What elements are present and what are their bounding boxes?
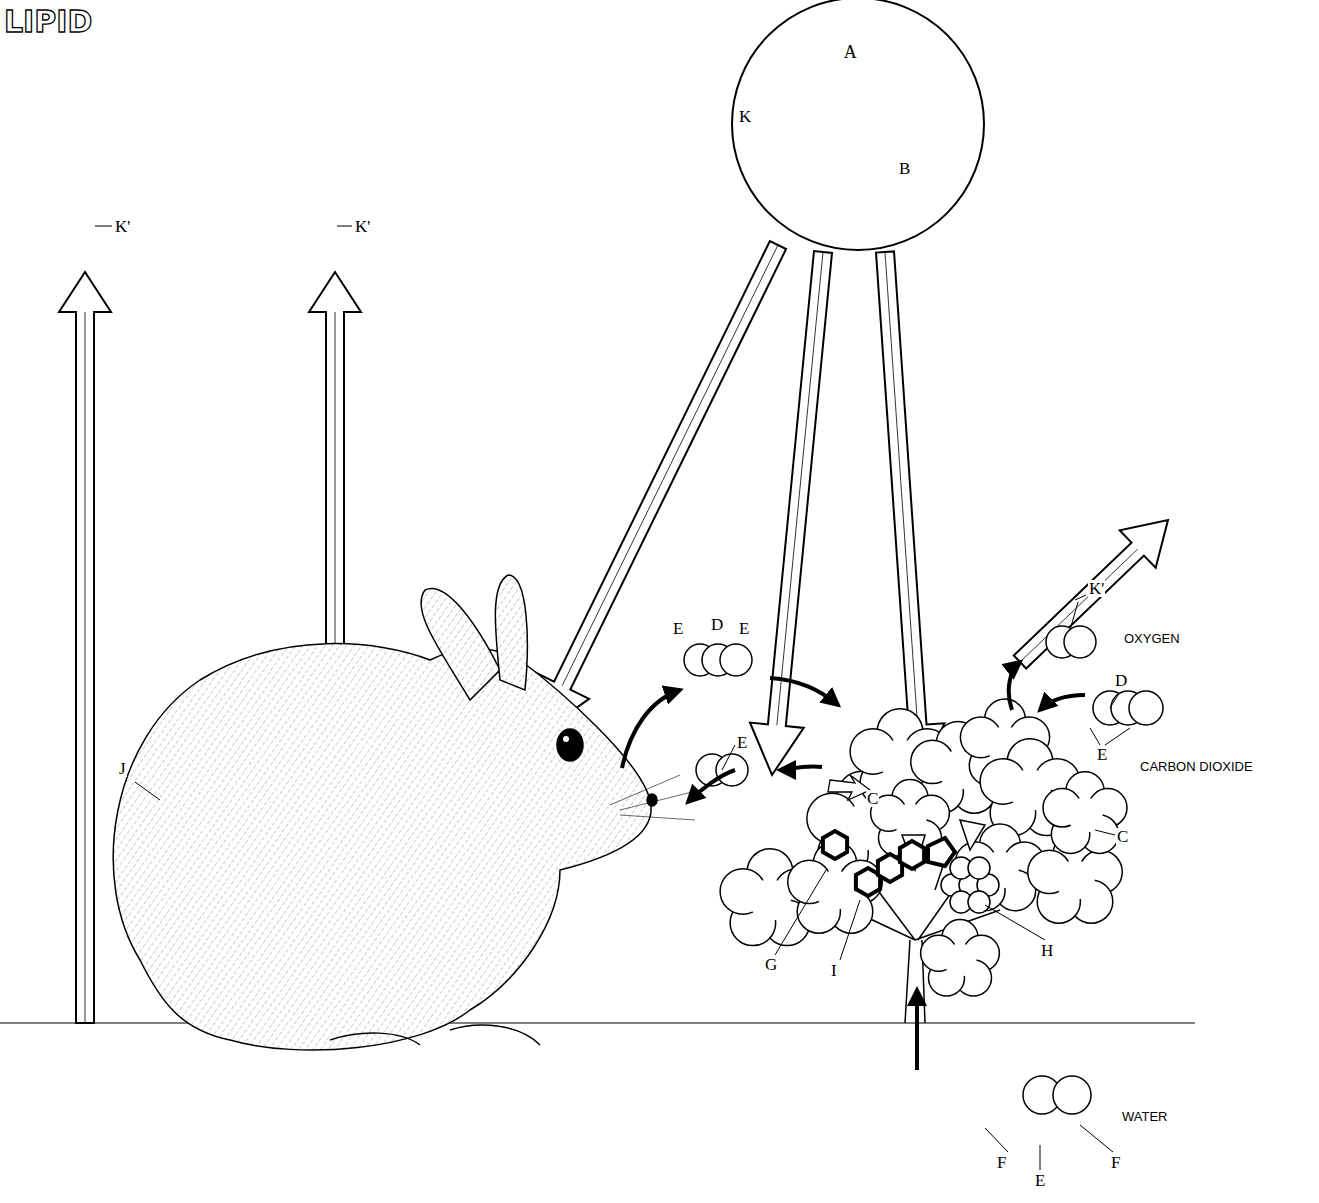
petal-center — [1067, 797, 1102, 832]
part-letter: C — [866, 790, 879, 807]
circle-outline — [730, 0, 986, 252]
arrow-midline — [885, 252, 918, 725]
atom — [720, 644, 752, 676]
energy-arrow — [59, 272, 111, 1023]
arrow-midline — [85, 312, 86, 1023]
arrow-midline — [1020, 549, 1138, 662]
sun — [732, 0, 984, 250]
part-letter: E — [738, 620, 750, 637]
hollow-arrow — [828, 775, 870, 800]
part-letter: D — [1114, 672, 1128, 689]
part-letter: B — [898, 160, 911, 177]
part-letter: E — [736, 734, 748, 751]
steroid-ring — [928, 838, 955, 866]
energy-arrow — [750, 251, 832, 775]
arrow-midline — [777, 252, 823, 725]
atom — [1129, 691, 1163, 725]
plant — [720, 699, 1127, 1023]
part-letter: J — [118, 760, 127, 777]
part-letter: F — [1110, 1154, 1121, 1171]
part-letter: E — [1096, 746, 1108, 763]
petal-center — [894, 804, 927, 837]
sun-circle: A — [730, 0, 986, 252]
atom — [968, 891, 990, 913]
atom — [1053, 1076, 1091, 1114]
part-letter: K — [738, 108, 752, 125]
petal-center — [749, 879, 791, 921]
part-letter: C — [1116, 828, 1129, 845]
part-letter: K' — [114, 218, 131, 235]
part-letter: H — [1040, 942, 1054, 959]
energy-arrow — [1014, 520, 1168, 669]
molecule-name: WATER — [1122, 1110, 1168, 1123]
cycle-arrow — [688, 770, 735, 802]
molecule-name: OXYGEN — [1124, 632, 1180, 645]
hexagon-ring — [823, 831, 847, 859]
energy-arrow — [876, 251, 945, 775]
petal-center — [1055, 860, 1095, 900]
petal-center — [815, 870, 855, 910]
part-letter: F — [996, 1154, 1007, 1171]
node-label: A — [844, 42, 857, 63]
atom — [968, 857, 990, 879]
part-letter: D — [710, 616, 724, 633]
energy-arrow — [535, 241, 786, 735]
leader-lines — [95, 117, 1130, 1170]
part-letter: G — [764, 956, 778, 973]
petal-center — [944, 944, 977, 977]
part-letter: I — [830, 962, 838, 979]
part-letter: E — [672, 620, 684, 637]
part-letter: E — [1034, 1172, 1046, 1189]
molecule-name: CARBON DIOXIDE — [1140, 760, 1253, 773]
ground-line — [0, 1022, 1195, 1023]
steroid-ring — [900, 841, 924, 869]
title: LIPID — [4, 4, 92, 39]
arrow-midline — [562, 245, 778, 686]
cycle-arrows — [622, 662, 1085, 1070]
atom — [1064, 626, 1096, 658]
part-letter: K' — [354, 218, 371, 235]
molecules — [684, 626, 1163, 1114]
part-letter: K' — [1088, 580, 1105, 597]
rabbit — [113, 575, 700, 1050]
